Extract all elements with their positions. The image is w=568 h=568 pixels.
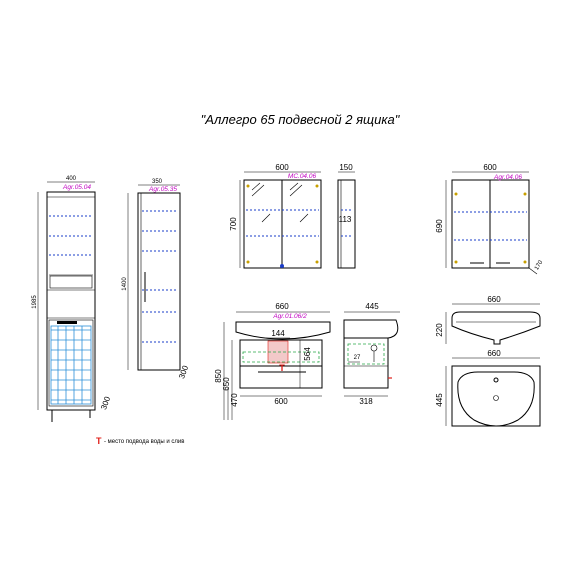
vanity-h650: 650	[222, 377, 231, 391]
water-mark: Т	[279, 363, 285, 373]
basin-side-view	[445, 303, 541, 345]
mirror-cabinet-height: 700	[229, 217, 238, 231]
tall-cabinet-2-code: Agr.05.35	[148, 186, 177, 193]
basin-top-depth: 445	[435, 393, 444, 407]
basin-side-width: 660	[487, 295, 501, 304]
vanity-offset: 27	[354, 355, 361, 361]
wall-cabinet	[445, 171, 538, 275]
basin-top-view	[445, 357, 541, 427]
tall-cabinet-1-depth: 300	[99, 395, 112, 411]
mirror-cabinet-side	[337, 171, 356, 269]
mirror-cabinet-depth: 150	[339, 163, 353, 172]
vanity-h564: 564	[303, 347, 312, 361]
vanity-depth: 445	[365, 302, 379, 311]
vanity-body-width: 600	[274, 397, 288, 406]
tall-cabinet-1	[37, 181, 96, 422]
tall-cabinet-2-height: 1400	[122, 277, 128, 291]
mirror-cabinet-code: MC.04.06	[288, 173, 317, 180]
tall-cabinet-1-height: 1985	[32, 295, 38, 309]
tall-cabinet-2-width: 350	[152, 179, 163, 185]
mirror-cabinet-width: 600	[275, 163, 289, 172]
tall-cabinet-2	[127, 184, 181, 371]
vanity-top-width: 660	[275, 302, 289, 311]
tall-cabinet-1-code: Agr.05.04	[62, 184, 91, 191]
vanity-h850: 850	[214, 369, 223, 383]
vanity-hole: 144	[271, 329, 285, 338]
vanity-h470: 470	[230, 393, 239, 407]
basin-side-height: 220	[435, 323, 444, 337]
drawing-title: "Аллегро 65 подвесной 2 ящика"	[201, 112, 401, 127]
vanity-side	[343, 311, 400, 397]
mirror-cabinet	[239, 171, 322, 269]
tall-cabinet-2-depth: 300	[177, 364, 190, 380]
wall-cabinet-width: 600	[483, 163, 497, 172]
legend-mark: Т	[96, 436, 102, 446]
wall-cabinet-depth: 170	[534, 259, 545, 271]
wall-cabinet-height: 690	[435, 219, 444, 233]
vanity-depth-body: 318	[359, 397, 373, 406]
basin-top-width: 660	[487, 349, 501, 358]
mirror-cabinet-shelf: 113	[339, 215, 352, 224]
wall-cabinet-code: Agr.04.06	[493, 174, 522, 181]
legend-text: - место подвода воды и слив	[104, 439, 184, 445]
vanity-front	[223, 311, 331, 420]
tall-cabinet-1-width: 400	[66, 176, 77, 182]
vanity-code: Agr.01.06/2	[272, 313, 307, 320]
